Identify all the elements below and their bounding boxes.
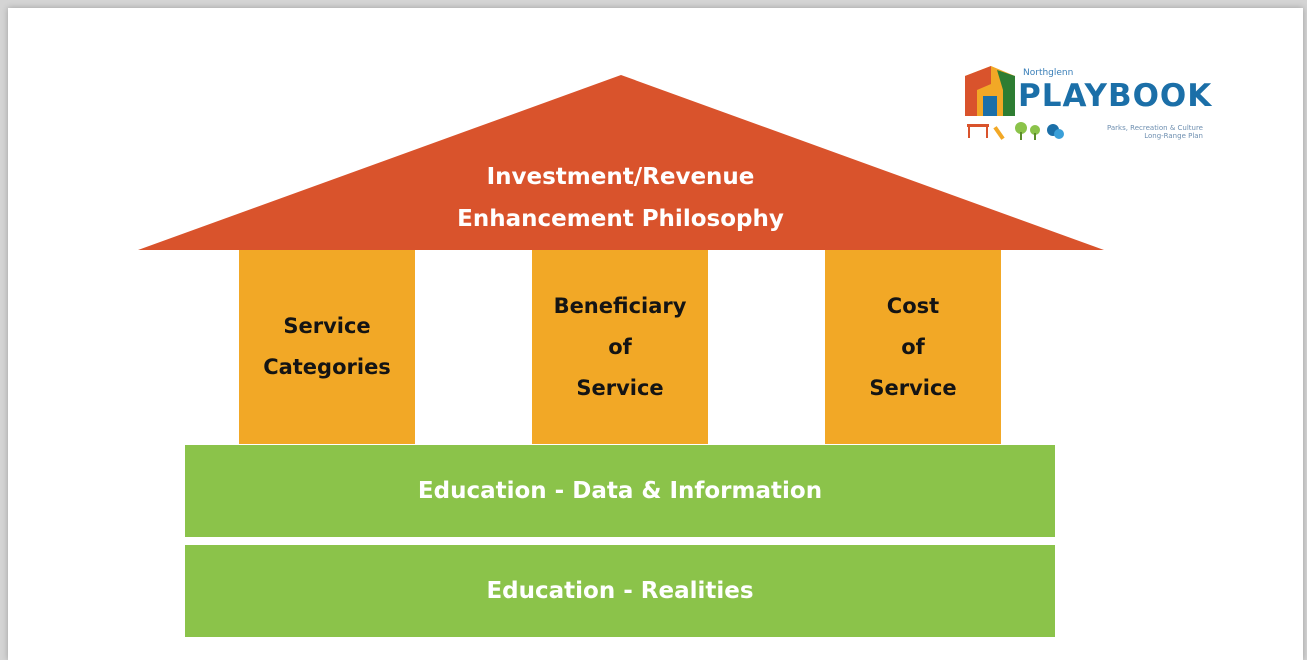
playbook-logo: Northglenn PLAYBOOK Parks, Recreation & … [963,66,1213,146]
foundation-data-information: Education - Data & Information [185,445,1055,537]
swing-icon [967,124,989,138]
pillar-service-categories: Service Categories [239,250,415,444]
tree-icon [1015,122,1040,140]
logo-wordmark: PLAYBOOK [1018,78,1213,114]
logo-location-text: Northglenn [1023,68,1074,78]
foundation-label-upper: Education - Data & Information [417,478,823,504]
pillar-label-line2: of [901,334,925,359]
slide: Investment/Revenue Enhancement Philosoph… [8,8,1303,660]
foundation-label-lower: Education - Realities [486,578,754,604]
roof-label-line2: Enhancement Philosophy [457,206,784,232]
roof-label: Investment/Revenue Enhancement Philosoph… [388,156,853,240]
bat-icon [993,126,1005,140]
logo-tagline-line2: Long-Range Plan [1144,132,1203,140]
pillar-label-line1: Service [283,314,371,338]
foundation-realities: Education - Realities [185,545,1055,637]
pillar-beneficiary-of-service: Beneficiary of Service [532,250,708,444]
pillar-label-line3: Service [869,375,957,400]
pillar-label-line1: Beneficiary [553,293,687,318]
roof-shape [138,75,1104,250]
pillar-label-line3: Service [576,375,664,400]
house-icon [965,66,1064,140]
pillar-label-line2: of [608,334,632,359]
theater-masks-icon [1047,124,1064,139]
logo-tagline: Parks, Recreation & Culture Long-Range P… [1103,124,1203,140]
pillar-label-line1: Cost [886,293,940,318]
logo-tagline-line1: Parks, Recreation & Culture [1106,124,1203,132]
pillar-label-line2: Categories [263,355,391,379]
roof-label-line1: Investment/Revenue [486,164,755,190]
pillar-cost-of-service: Cost of Service [825,250,1001,444]
